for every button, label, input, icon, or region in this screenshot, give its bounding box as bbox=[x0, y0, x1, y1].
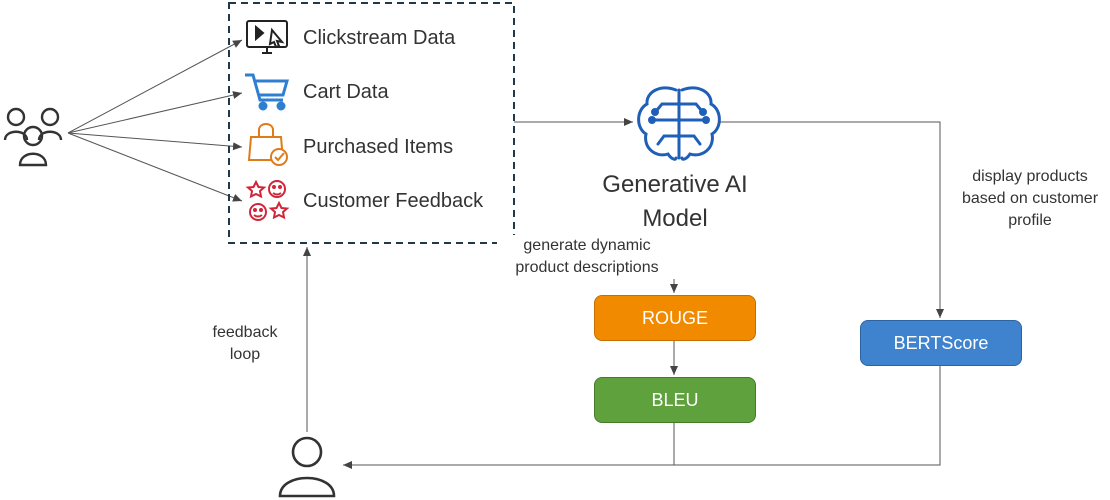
user-icon bbox=[278, 436, 336, 498]
bleu-box: BLEU bbox=[594, 377, 756, 423]
feedback-faces-stars-icon bbox=[245, 179, 290, 221]
brain-circuit-icon bbox=[637, 86, 721, 161]
rouge-box: ROUGE bbox=[594, 295, 756, 341]
generate-label: generate dynamic product descriptions bbox=[497, 235, 677, 279]
feedback-loop-label: feedback loop bbox=[212, 324, 278, 363]
model-to-bertscore-arrow bbox=[718, 121, 944, 318]
user-group-icon bbox=[3, 107, 63, 167]
bertscore-box: BERTScore bbox=[860, 320, 1022, 366]
shopping-cart-icon bbox=[245, 73, 289, 111]
source-label-clickstream: Clickstream Data bbox=[303, 27, 456, 49]
source-label-feedback: Customer Feedback bbox=[303, 190, 484, 212]
source-arrows bbox=[67, 39, 243, 202]
model-title: Generative AI Model bbox=[602, 171, 748, 232]
source-label-purchased: Purchased Items bbox=[303, 136, 454, 158]
bertscore-to-user-arrow bbox=[343, 365, 941, 469]
source-label-cart: Cart Data bbox=[303, 81, 389, 103]
display-label: display products based on customer profi… bbox=[961, 168, 1099, 229]
data-sources-box bbox=[228, 2, 515, 244]
monitor-cursor-icon bbox=[246, 20, 288, 54]
shopping-bag-check-icon bbox=[247, 123, 288, 166]
